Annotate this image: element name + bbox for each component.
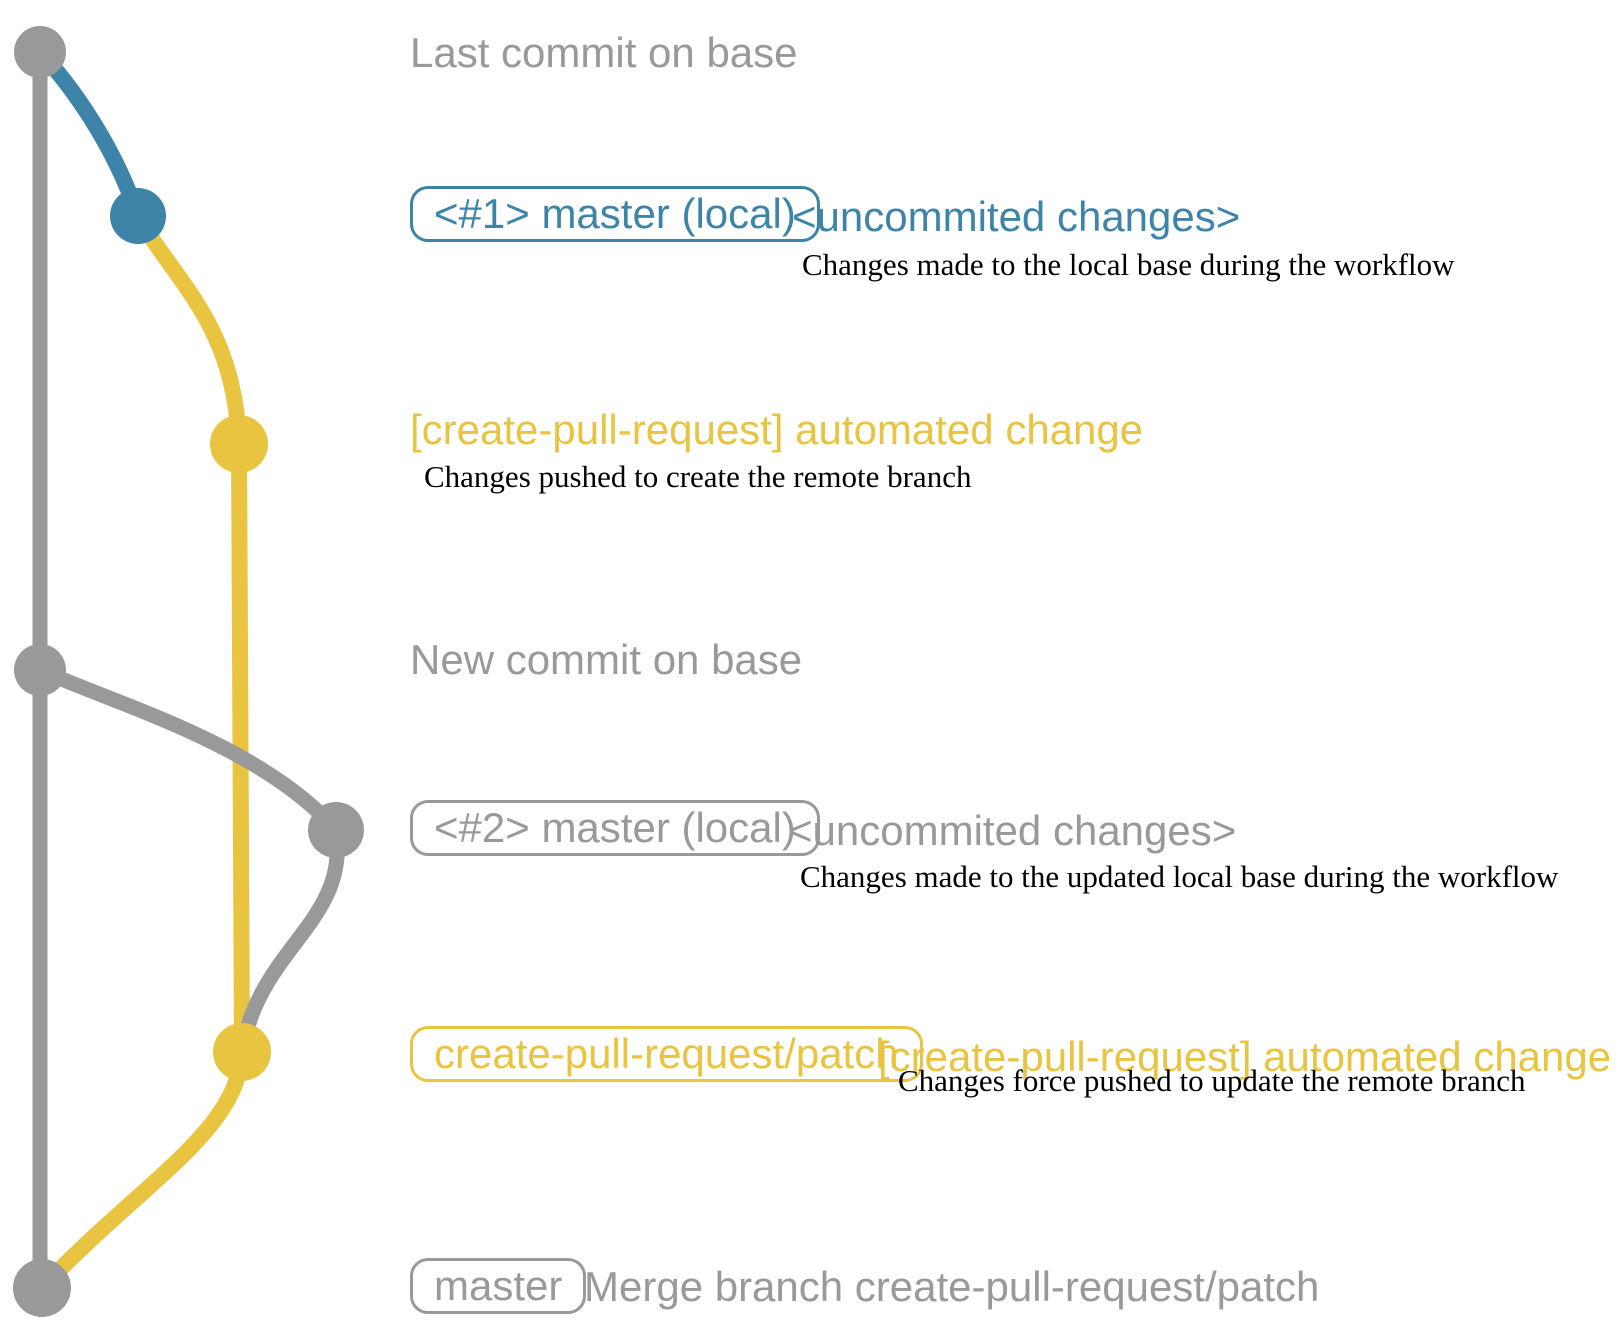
branch-badge-master-local-2: <#2> master (local) [410, 800, 820, 856]
commit-node-local-1 [110, 188, 166, 244]
commit-node-last-base [14, 26, 66, 78]
commit-node-merge [13, 1259, 71, 1317]
force-push-description: Changes force pushed to update the remot… [898, 1063, 1526, 1098]
branch-badge-master-local-1: <#1> master (local) [410, 186, 820, 242]
commit-node-force-pushed [213, 1023, 271, 1081]
patch-branch-line [130, 208, 250, 1060]
branch-badge-master: master [410, 1258, 587, 1314]
local-to-patch-curve [234, 822, 345, 1060]
uncommitted-changes-note-2: <uncommited changes> [788, 807, 1237, 854]
new-commit-label: New commit on base [410, 636, 803, 683]
branch-badge-patch: create-pull-request/patch [410, 1026, 923, 1082]
automated-change-note-1: [create-pull-request] automated change [410, 406, 1144, 453]
commit-node-pushed [210, 415, 268, 473]
patch-branch-merge-curve [34, 1044, 250, 1296]
commit-node-new-base [14, 644, 66, 696]
local-changes-description-1: Changes made to the local base during th… [802, 247, 1455, 282]
automated-change-note-2: [create-pull-request] automated change [878, 1033, 1612, 1080]
last-commit-label: Last commit on base [410, 29, 798, 76]
local-branch-curve-1 [32, 44, 146, 224]
push-description: Changes pushed to create the remote bran… [424, 459, 972, 494]
local-branch-curve-2 [32, 662, 344, 838]
local-changes-description-2: Changes made to the updated local base d… [800, 859, 1559, 894]
uncommitted-changes-note-1: <uncommited changes> [792, 193, 1241, 240]
merge-commit-label: Merge branch create-pull-request/patch [584, 1263, 1320, 1310]
commit-node-local-2 [308, 802, 364, 858]
